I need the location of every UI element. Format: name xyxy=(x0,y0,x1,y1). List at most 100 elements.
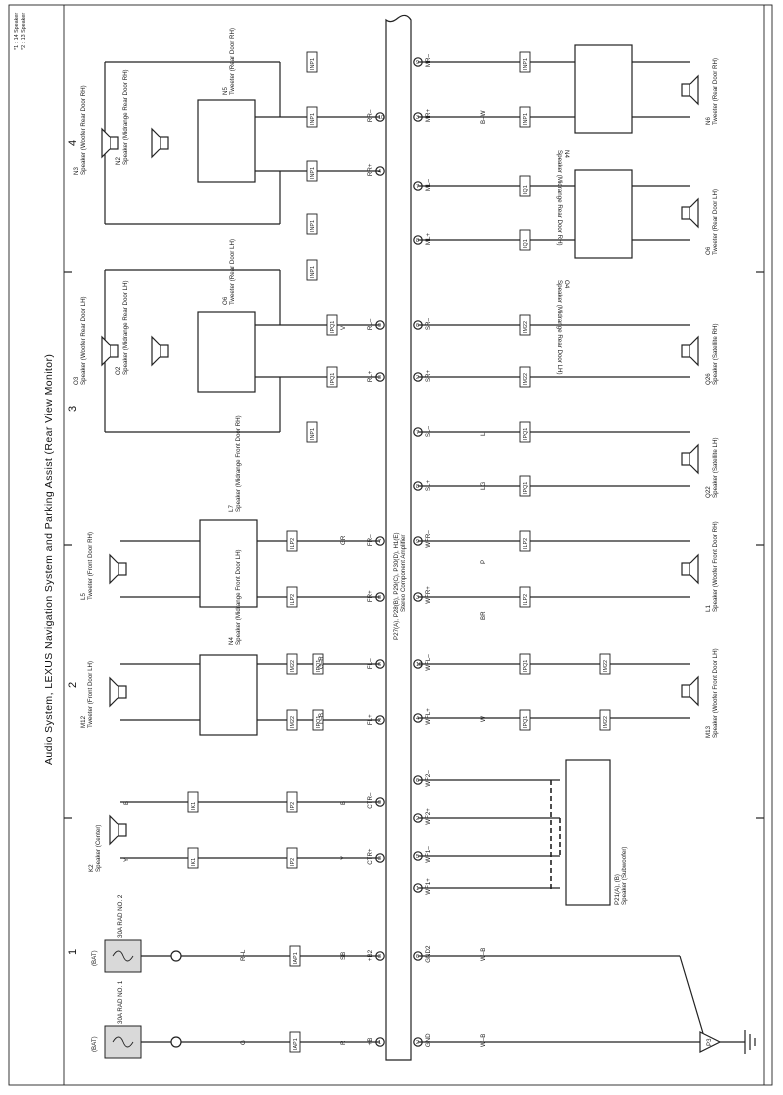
label-p21: P21(A), (B) xyxy=(614,874,621,905)
amp-pin-label: GND2 xyxy=(425,945,432,963)
connector-tag-label: IM22 xyxy=(290,716,296,728)
connector-tag: INP1 xyxy=(519,106,531,128)
amp-pin-label: WF2+ xyxy=(425,808,432,825)
satellite-rh-icon xyxy=(681,335,699,367)
connector-tag: IQ1 xyxy=(519,175,531,197)
connector-tag: IAP1 xyxy=(289,1031,301,1053)
amp-pin-label: WF1+ xyxy=(425,878,432,895)
connector-tag-label: IAP1 xyxy=(293,952,299,964)
label-m13: M13 xyxy=(705,725,712,738)
connector-tag: IPQ1 xyxy=(326,314,338,336)
amp-pin-number: 7 xyxy=(416,184,419,190)
amp-pin-number: 8 xyxy=(416,238,419,244)
wire-color-b-2: B xyxy=(340,801,347,805)
connector-tag-label: IP2 xyxy=(290,802,296,810)
amp-pin-label: CTR– xyxy=(367,792,374,809)
amp-pin-label: SR– xyxy=(425,318,432,331)
connector-tag: IPQ1 xyxy=(519,421,531,443)
subwoofer-box xyxy=(565,759,611,906)
amp-pin-number: 4 xyxy=(378,169,381,175)
wire-color-w-b-2: W–B xyxy=(480,948,487,961)
wire-color-gr: GR xyxy=(340,535,347,545)
amp-pin-FR-in: 7FR– xyxy=(367,534,385,546)
midrange-rear-lh-box xyxy=(574,169,633,259)
amp-pin-label: RL+ xyxy=(367,370,374,382)
label-n6: N6 xyxy=(705,117,712,125)
label-m13-desc: Speaker (Woofer Front Door LH) xyxy=(712,648,719,738)
connector-tag-label: IM22 xyxy=(523,321,529,333)
amp-pin-number: 10 xyxy=(378,115,384,121)
connector-tag: IM22 xyxy=(599,653,611,675)
midrange-rear-rh-box xyxy=(574,44,633,134)
component-labels: K2 Speaker (Center) M12 Tweeter (Front D… xyxy=(73,28,719,905)
midrange-front-lh-box xyxy=(199,654,258,736)
wire-color-y-2: Y xyxy=(340,856,347,860)
connector-tag: IAP1 xyxy=(289,945,301,967)
section-number-2: 2 xyxy=(67,682,79,688)
power-wires xyxy=(141,950,380,1048)
page-frame xyxy=(8,4,773,1086)
connector-tag-label: IQ1 xyxy=(523,239,529,248)
connector-tag: INP1 xyxy=(306,51,318,73)
connector-tag-label: IK1 xyxy=(191,802,197,810)
amp-pin-number: 6 xyxy=(416,323,419,329)
connector-tag: INP1 xyxy=(306,259,318,281)
label-q22-desc: Speaker (Satellite LH) xyxy=(712,437,719,498)
connector-tag: IPQ1 xyxy=(519,653,531,675)
midrange-rear-rh-icon xyxy=(151,127,169,159)
connector-tag-label: IM22 xyxy=(603,660,609,672)
amp-pin-label: WF1– xyxy=(425,846,432,863)
amplifier-block: P27(A), P28(B), P29(C), P30(D), H1(E) St… xyxy=(385,14,412,1061)
connector-tag-label: IPQ1 xyxy=(523,716,529,728)
ground-label: P3 xyxy=(706,1038,713,1046)
amplifier-connectors: P27(A), P28(B), P29(C), P30(D), H1(E) xyxy=(393,532,400,640)
connector-tag: IM22 xyxy=(286,653,298,675)
section-number-4: 4 xyxy=(67,140,79,146)
amp-pin-label: ML– xyxy=(425,179,432,192)
wire-color-y: Y xyxy=(123,858,130,862)
label-o2-desc: Speaker (Midrange Rear Door LH) xyxy=(122,280,129,375)
woofer-front-lh-icon xyxy=(681,675,699,707)
connector-tag: IM22 xyxy=(519,314,531,336)
tweeter-rear-rh-box xyxy=(197,99,256,183)
amp-pin-number: 2 xyxy=(416,1040,419,1046)
note-1: *1 : 14 Speaker xyxy=(14,13,20,50)
amp-pin-number: 9 xyxy=(416,60,419,66)
connector-tag: IK1 xyxy=(187,847,199,869)
ground-wires: P3 xyxy=(418,955,756,1054)
wire-color-sb: SB xyxy=(340,952,347,960)
amp-pin-label: SL– xyxy=(425,426,432,438)
connector-tag-label: IPQ1 xyxy=(523,482,529,494)
connector-tag: INP1 xyxy=(306,213,318,235)
connector-tag-label: IM22 xyxy=(603,716,609,728)
wire-color-lg: LG xyxy=(480,482,487,490)
amp-pin-label: WFR– xyxy=(425,530,432,548)
amp-pin-label: WF2– xyxy=(425,770,432,787)
label-n3: N3 xyxy=(73,167,80,175)
connector-tag: IQ1 xyxy=(519,229,531,251)
amp-pin-label: SR+ xyxy=(425,370,432,383)
amp-pin-number: 2 xyxy=(378,718,381,724)
connector-tags: IAP1IAP1IK1IK1IP2IP2IM22IM22IPQ1IPQ1ILP2… xyxy=(187,51,611,1053)
connector-tag-label: INP1 xyxy=(310,428,316,440)
connector-tag: IPQ1 xyxy=(312,709,324,731)
speakers-left xyxy=(101,127,169,846)
tweeter-rear-lh-box xyxy=(197,311,256,393)
label-n6-desc: Tweeter (Rear Door RH) xyxy=(712,58,719,125)
section-number-1: 1 xyxy=(67,949,79,955)
connector-tag: INP1 xyxy=(519,51,531,73)
wire-color-b-w: B–W xyxy=(480,110,487,124)
connector-tag-label: IPQ1 xyxy=(330,321,336,333)
connector-tag-label: INP1 xyxy=(523,113,529,125)
tweeter-front-rh-icon xyxy=(109,553,127,585)
right-wire-runs xyxy=(418,61,690,890)
